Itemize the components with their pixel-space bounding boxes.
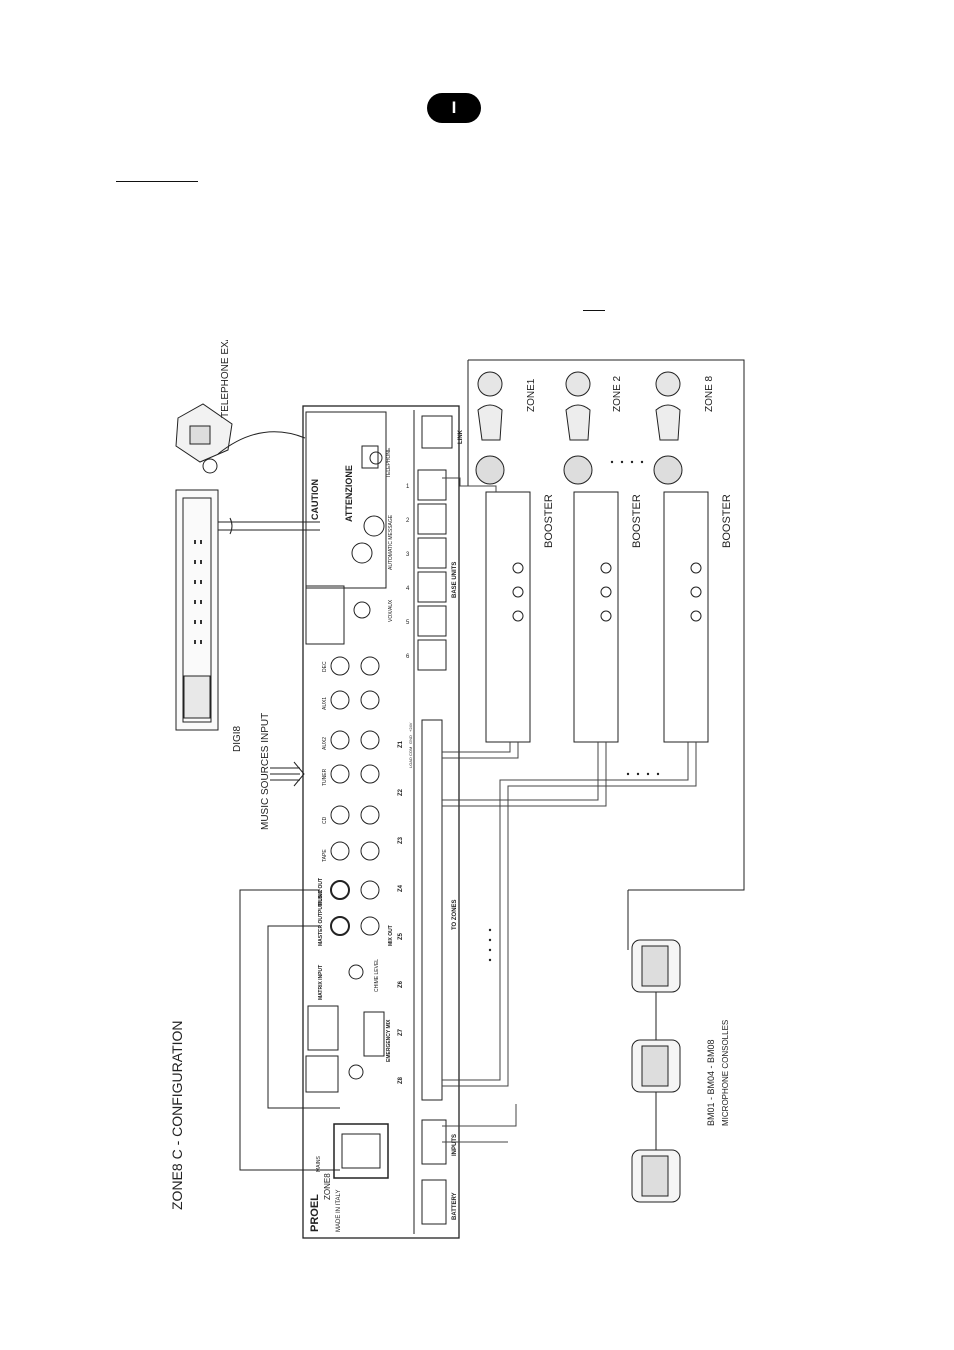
configuration-diagram: ZONE8 C - CONFIGURATION TELEPHONE EXANCE… — [140, 313, 780, 1260]
zone-terminal-z5: Z5 — [398, 932, 404, 940]
zone8-label: ZONE 8 — [704, 375, 715, 412]
model-label: ZONE8 — [323, 1173, 332, 1200]
booster-2-label: BOOSTER — [631, 494, 643, 548]
telephone-panel-label: TELEPHONE — [386, 447, 392, 478]
source-cd: CD — [322, 816, 328, 824]
base-port-4: 4 — [406, 586, 410, 592]
consoles-label: MICROPHONE CONSOLLES — [721, 1020, 730, 1126]
heading-rule — [116, 181, 198, 182]
digi8-unit — [175, 489, 219, 731]
zone8-speakers — [653, 371, 683, 485]
booster-1 — [485, 491, 531, 743]
base-port-5: 5 — [406, 620, 410, 626]
base-port-2: 2 — [406, 518, 410, 524]
speaker-zones-frame — [467, 359, 745, 891]
source-tape: TAPE — [322, 849, 328, 862]
vox-aux-label: VOX/AUX — [388, 599, 394, 622]
matrix-input-label: MATRIX INPUT — [318, 965, 324, 1000]
music-sources-arrows — [270, 761, 305, 787]
zone-terminal-z7: Z7 — [398, 1028, 404, 1036]
short-rule — [583, 310, 605, 311]
zone-terminal-z4: Z4 — [398, 884, 404, 892]
booster-1-label: BOOSTER — [543, 494, 555, 548]
source-dec: DEC — [322, 661, 328, 672]
emergency-mix-label: EMERGENCY MIX — [386, 1019, 392, 1062]
base-port-3: 3 — [406, 552, 410, 558]
zone-terminal-z1: Z1 — [398, 740, 404, 748]
mix-out-label: MIX OUT — [388, 925, 394, 946]
zone-terminal-z6: Z6 — [398, 980, 404, 988]
booster-3-label: BOOSTER — [721, 494, 733, 548]
brand-label: PROEL — [309, 1194, 321, 1232]
base-units-label: BASE UNITS — [452, 562, 458, 598]
zone1-label: ZONE1 — [526, 378, 537, 412]
music-sources-label: MUSIC SOURCES INPUT — [260, 713, 271, 830]
mains-label: MAINS — [316, 1156, 322, 1173]
inputs-label: INPUTS — [452, 1134, 458, 1156]
battery-label: BATTERY — [452, 1192, 458, 1220]
music-out-label: MUSIC OUT — [318, 878, 324, 906]
digi8-label: DIGI8 — [232, 725, 243, 752]
source-aux2: AUX2 — [322, 737, 328, 750]
link-label: LINK — [458, 429, 464, 444]
digi-wiring — [218, 517, 340, 1171]
microphone-console-1 — [631, 939, 681, 993]
attenzione-label: ATTENZIONE — [344, 465, 354, 522]
diagram-title: ZONE8 C - CONFIGURATION — [169, 1020, 185, 1210]
telephone-icon — [175, 403, 306, 474]
microphone-console-2 — [631, 1039, 681, 1093]
zone-terminal-z2: Z2 — [398, 788, 404, 796]
base-port-1: 1 — [406, 484, 410, 490]
to-zones-label: TO ZONES — [452, 899, 458, 930]
terminal-com: COM — [408, 747, 413, 756]
terminal-24v: +24V — [408, 722, 413, 732]
zone-terminal-z3: Z3 — [398, 836, 404, 844]
caution-label: CAUTION — [310, 479, 320, 520]
zone-wiring — [442, 477, 697, 1143]
zone-terminal-strip — [421, 719, 443, 1101]
source-tuner: TUNER — [322, 768, 328, 786]
base-port-6: 6 — [406, 654, 410, 660]
microphone-console-3 — [631, 1149, 681, 1203]
auto-message-label: AUTOMATIC MESSAGE — [388, 514, 394, 570]
zone2-label: ZONE 2 — [612, 375, 623, 412]
source-aux1: AUX1 — [322, 697, 328, 710]
chime-level-label: CHIME LEVEL — [374, 959, 380, 992]
consoles-models-label: BM01 - BM04 - BM08 — [706, 1039, 716, 1126]
terminal-load: LOAD — [408, 757, 413, 768]
made-in-label: MADE IN ITALY — [336, 1190, 342, 1232]
booster-3 — [663, 491, 709, 743]
zone2-speakers — [563, 371, 593, 485]
telephone-label: TELEPHONE EXANCE — [220, 340, 231, 418]
zone-terminal-z8: Z8 — [398, 1076, 404, 1084]
console-wiring — [627, 890, 657, 1150]
terminal-gnd: GND — [408, 735, 413, 744]
zone1-speakers — [475, 371, 505, 485]
ellipsis-dots — [488, 460, 660, 962]
booster-2 — [573, 491, 619, 743]
zone8-main-unit — [302, 405, 460, 1239]
section-badge: I — [427, 93, 481, 123]
master-output-label: MASTER OUTPUT LINK — [318, 890, 324, 946]
